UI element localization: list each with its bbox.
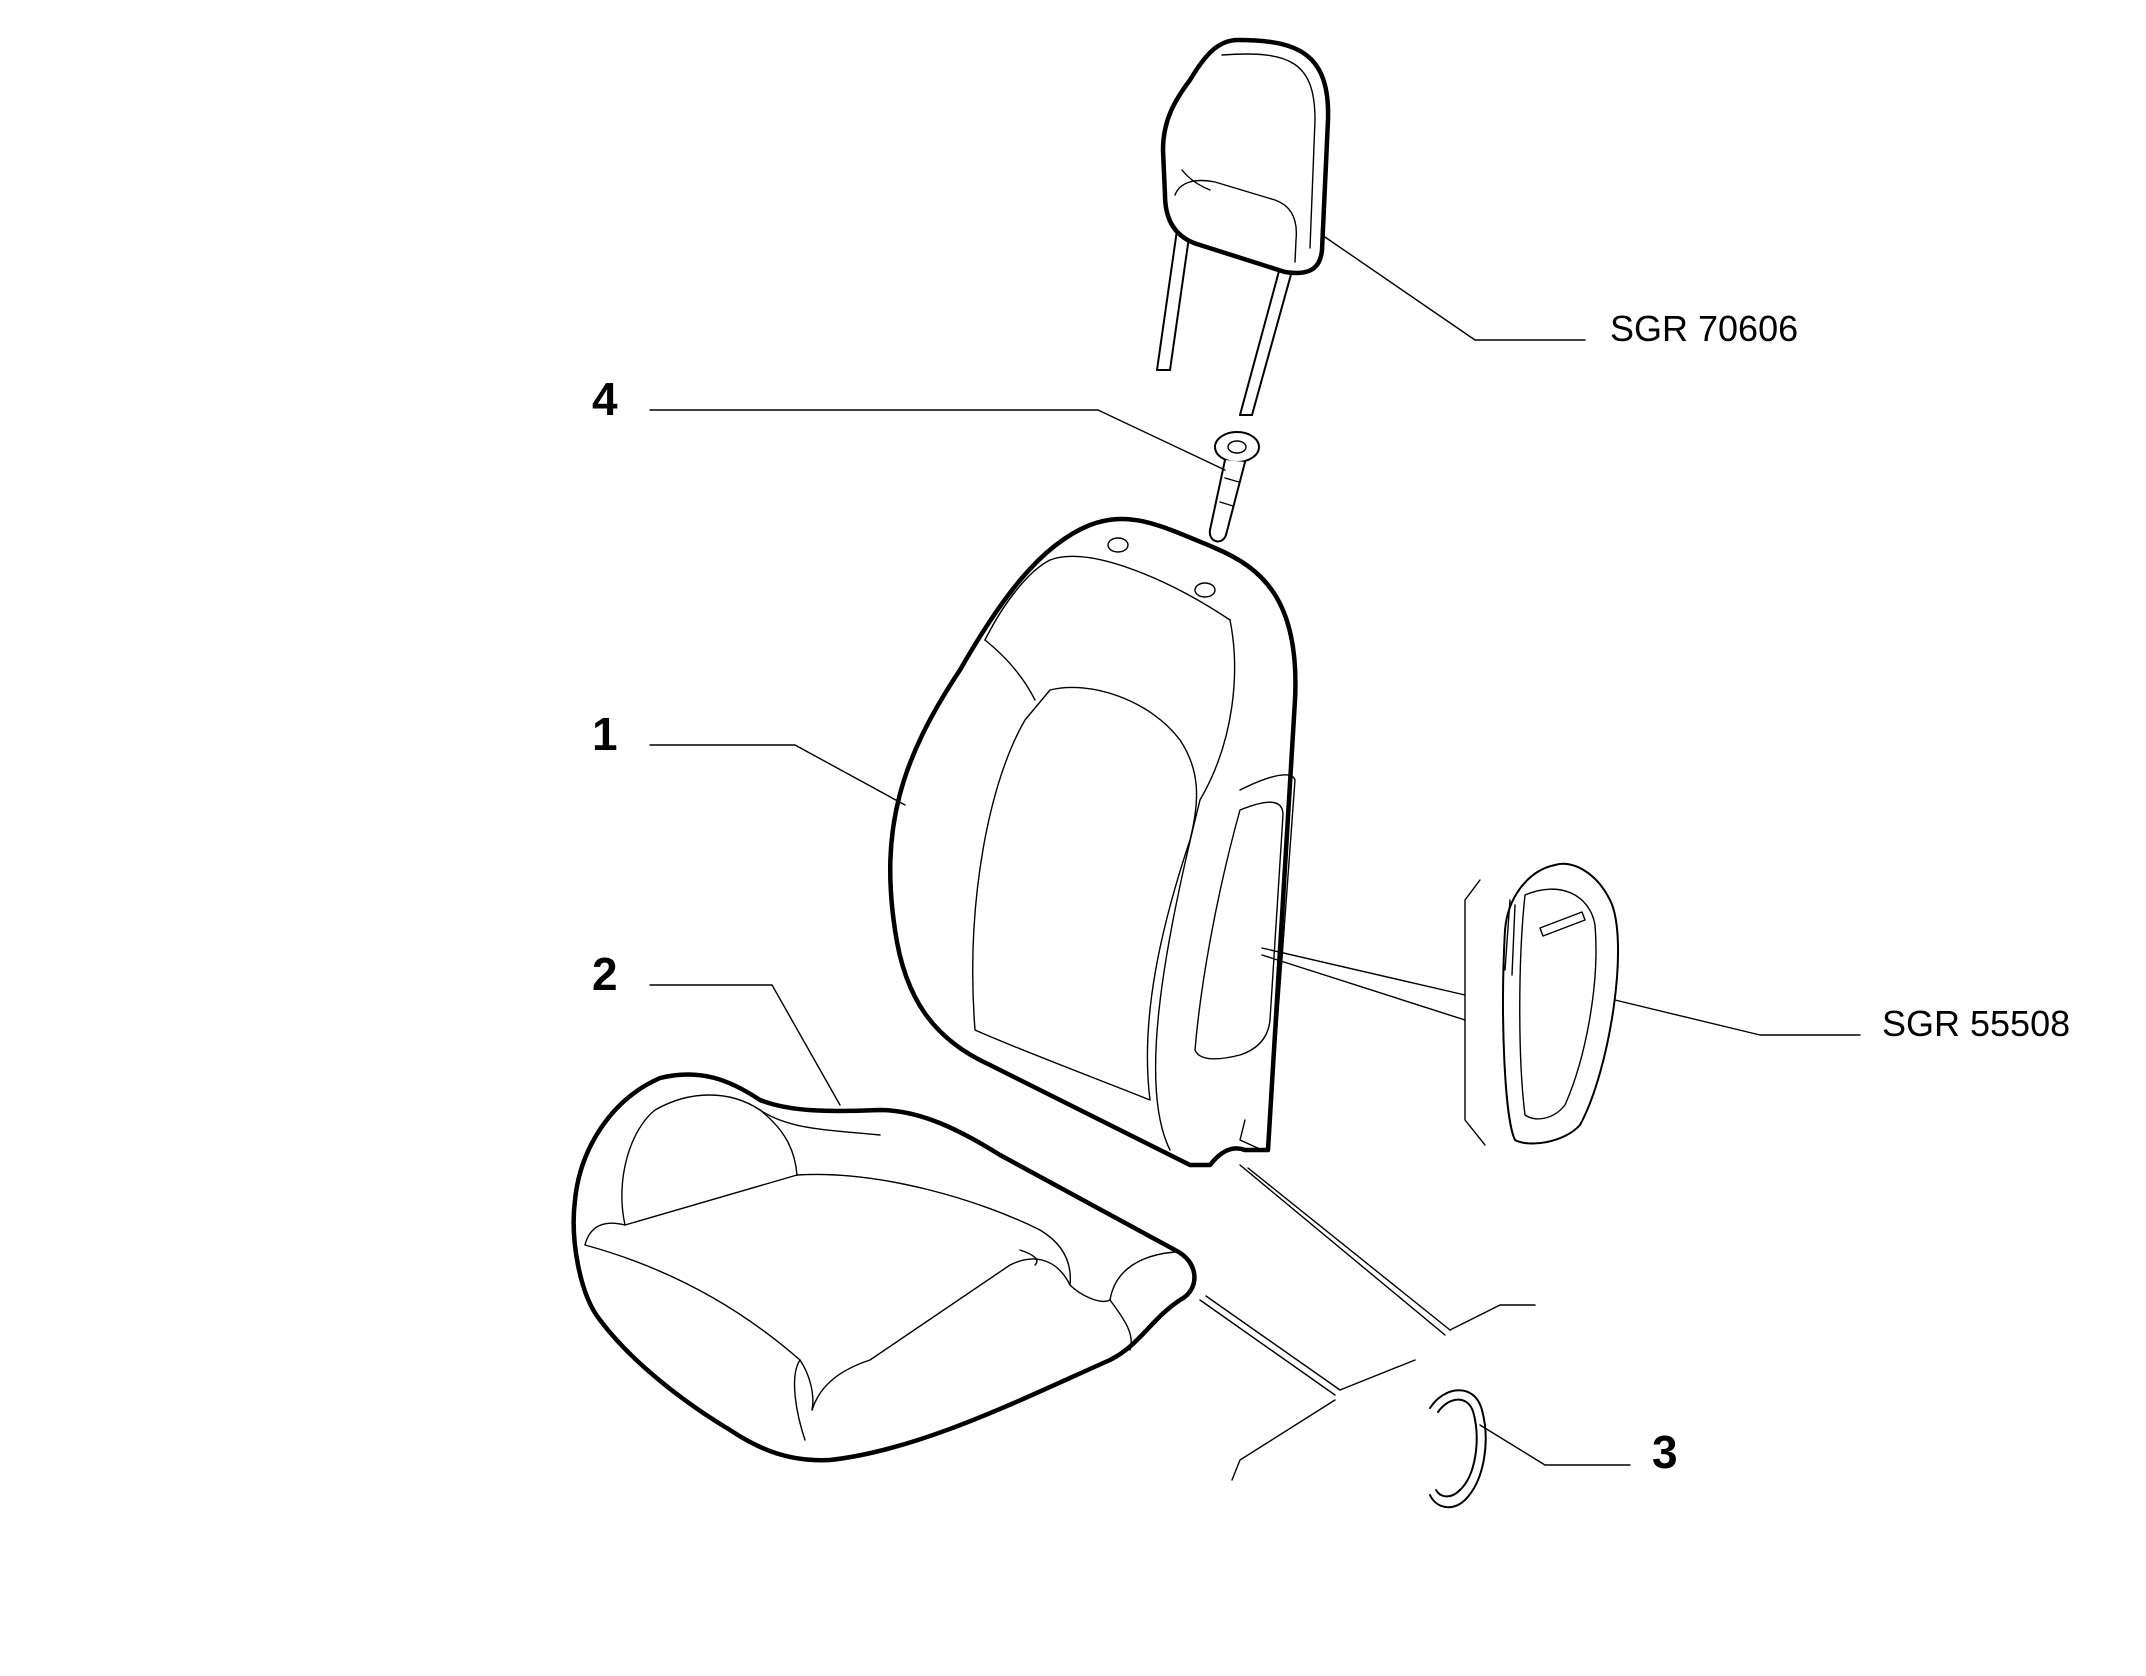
callout-2: 2 bbox=[592, 948, 618, 1000]
side-airbag-module[interactable] bbox=[1464, 862, 1619, 1146]
leader-line-3 bbox=[1479, 1424, 1631, 1466]
ring-clip[interactable] bbox=[1429, 1389, 1487, 1509]
reference-label-sgr-70606: SGR 70606 bbox=[1610, 308, 1798, 349]
leader-line-4 bbox=[649, 409, 1226, 471]
callout-1: 1 bbox=[592, 708, 618, 760]
leader-line-2 bbox=[649, 984, 841, 1106]
leader-line-sgr-70606 bbox=[1321, 234, 1586, 341]
seat-cushion-cover[interactable] bbox=[571, 1072, 1197, 1463]
leader-line-airbag-upper bbox=[1261, 947, 1466, 996]
headrest-guide-sleeve[interactable] bbox=[1208, 431, 1260, 543]
reference-label-sgr-55508: SGR 55508 bbox=[1882, 1003, 2070, 1044]
leader-line-1 bbox=[649, 744, 906, 806]
leader-line-airbag-lower bbox=[1261, 954, 1466, 1021]
assembly-bracket bbox=[1199, 1164, 1536, 1481]
callout-3: 3 bbox=[1652, 1426, 1678, 1478]
callout-4: 4 bbox=[592, 373, 618, 425]
leader-line-sgr-55508 bbox=[1614, 999, 1861, 1036]
backrest-cover[interactable] bbox=[888, 516, 1298, 1168]
headrest[interactable] bbox=[1156, 37, 1331, 416]
